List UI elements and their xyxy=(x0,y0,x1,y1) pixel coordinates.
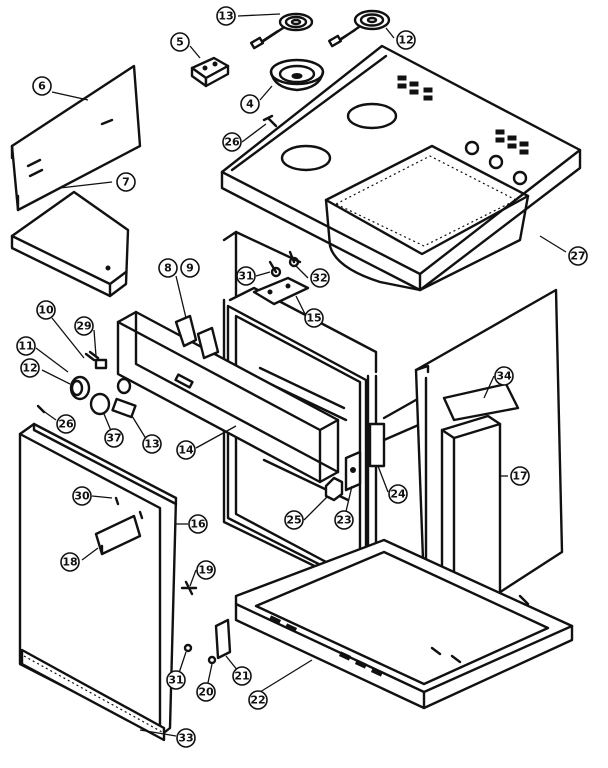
screw-31-lower xyxy=(183,643,193,653)
svg-text:31: 31 xyxy=(168,674,183,687)
callout-20: 20 xyxy=(196,682,216,702)
vent-slots xyxy=(397,75,529,155)
svg-text:6: 6 xyxy=(38,80,46,93)
callout-19: 19 xyxy=(196,560,216,580)
callout-9: 9 xyxy=(180,258,200,278)
base xyxy=(234,538,574,710)
svg-text:14: 14 xyxy=(178,444,194,457)
callout-30: 30 xyxy=(72,486,92,506)
svg-text:9: 9 xyxy=(186,262,194,275)
callout-26-top: 26 xyxy=(222,132,242,152)
callout-6: 6 xyxy=(32,76,52,96)
svg-text:21: 21 xyxy=(234,670,249,683)
callout-27: 27 xyxy=(568,246,588,266)
latch-parts xyxy=(324,450,362,502)
svg-text:8: 8 xyxy=(164,262,172,275)
svg-text:37: 37 xyxy=(106,432,121,445)
svg-text:33: 33 xyxy=(178,732,193,745)
svg-text:30: 30 xyxy=(74,490,90,503)
mounting-plate xyxy=(252,276,310,306)
rear-panel xyxy=(10,64,142,212)
svg-text:29: 29 xyxy=(76,320,91,333)
svg-text:26: 26 xyxy=(224,136,240,149)
callout-7: 7 xyxy=(116,172,136,192)
svg-text:15: 15 xyxy=(306,312,321,325)
callout-12-top: 12 xyxy=(396,30,416,50)
callout-33: 33 xyxy=(176,728,196,748)
callout-18: 18 xyxy=(60,552,80,572)
callout-5: 5 xyxy=(170,32,190,52)
svg-text:34: 34 xyxy=(496,370,512,383)
svg-text:11: 11 xyxy=(18,340,33,353)
svg-text:13: 13 xyxy=(144,438,159,451)
callout-4: 4 xyxy=(240,94,260,114)
surface-unit-left xyxy=(249,12,314,50)
svg-text:22: 22 xyxy=(250,694,265,707)
svg-text:32: 32 xyxy=(312,272,327,285)
svg-text:26: 26 xyxy=(58,418,74,431)
callout-8: 8 xyxy=(158,258,178,278)
washer-20 xyxy=(207,655,217,665)
svg-text:10: 10 xyxy=(38,304,54,317)
callout-31-lower: 31 xyxy=(166,670,186,690)
svg-text:4: 4 xyxy=(246,98,254,111)
svg-text:25: 25 xyxy=(286,514,301,527)
callout-22: 22 xyxy=(248,690,268,710)
svg-text:19: 19 xyxy=(198,564,213,577)
svg-text:31: 31 xyxy=(238,270,253,283)
callout-16: 16 xyxy=(188,514,208,534)
callout-13-top: 13 xyxy=(216,6,236,26)
svg-text:5: 5 xyxy=(176,36,184,49)
callout-13-left: 13 xyxy=(142,434,162,454)
callout-24: 24 xyxy=(388,484,408,504)
svg-text:16: 16 xyxy=(190,518,206,531)
bracket-panel xyxy=(10,190,130,298)
toe-kick xyxy=(20,648,166,742)
sink-top xyxy=(220,44,582,292)
callout-31-top: 31 xyxy=(236,266,256,286)
callout-26-left: 26 xyxy=(56,414,76,434)
door xyxy=(18,422,178,738)
callout-34: 34 xyxy=(494,366,514,386)
callout-23: 23 xyxy=(334,510,354,530)
surface-unit-right xyxy=(327,9,391,48)
knobs xyxy=(69,350,137,419)
svg-text:12: 12 xyxy=(398,34,413,47)
callout-25: 25 xyxy=(284,510,304,530)
svg-text:24: 24 xyxy=(390,488,406,501)
svg-text:17: 17 xyxy=(512,470,527,483)
svg-text:20: 20 xyxy=(198,686,214,699)
callout-14: 14 xyxy=(176,440,196,460)
hinge-21 xyxy=(214,618,232,660)
callout-21: 21 xyxy=(232,666,252,686)
svg-text:7: 7 xyxy=(122,176,130,189)
callout-10: 10 xyxy=(36,300,56,320)
callout-29: 29 xyxy=(74,316,94,336)
svg-text:23: 23 xyxy=(336,514,351,527)
callout-37: 37 xyxy=(104,428,124,448)
screw-top xyxy=(262,114,278,128)
leader-lines xyxy=(35,13,567,737)
cabinet-screws xyxy=(268,250,300,278)
svg-text:12: 12 xyxy=(22,362,37,375)
svg-text:18: 18 xyxy=(62,556,77,569)
filler-strip xyxy=(442,382,520,422)
screw-19 xyxy=(180,580,198,596)
callout-17: 17 xyxy=(510,466,530,486)
terminal-block xyxy=(190,56,230,88)
callout-11: 11 xyxy=(16,336,36,356)
control-rail xyxy=(116,310,340,484)
svg-text:27: 27 xyxy=(570,250,585,263)
drip-bowl xyxy=(269,58,325,92)
callout-32: 32 xyxy=(310,268,330,288)
callout-15-top: 15 xyxy=(304,308,324,328)
svg-text:13: 13 xyxy=(218,10,233,23)
callout-12-left: 12 xyxy=(20,358,40,378)
